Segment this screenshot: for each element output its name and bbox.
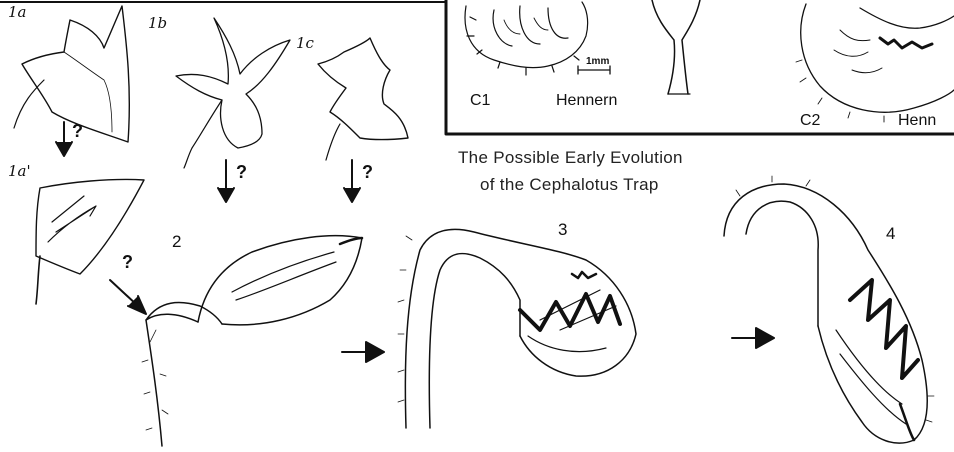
inset-label-c2: C2: [800, 112, 820, 130]
down-arrows: [56, 122, 360, 314]
label-1b: 1b: [148, 14, 167, 32]
inset-stalk-drawing: [652, 0, 700, 94]
stage-4-number: 4: [886, 224, 895, 244]
leaf-1b-drawing: [176, 18, 290, 168]
figure-title-line-1: The Possible Early Evolution: [458, 148, 683, 168]
leaf-1c-drawing: [318, 38, 408, 160]
stage-4-drawing: [724, 176, 934, 443]
stage-2-drawing: [142, 236, 362, 446]
arrow-to-stage-3: [342, 342, 384, 362]
label-1c: 1c: [296, 34, 314, 52]
stage-2-number: 2: [172, 232, 181, 252]
label-1a-prime: 1a': [8, 162, 31, 180]
stage-3-drawing: [398, 229, 636, 428]
inset-label-c1: C1: [470, 92, 490, 110]
leaf-1a-prime-drawing: [36, 179, 144, 304]
inset-credit-1: Hennern: [556, 92, 617, 110]
label-1a: 1a: [8, 3, 27, 21]
figure-title-line-2: of the Cephalotus Trap: [480, 175, 659, 195]
arrow-to-stage-4: [732, 328, 774, 348]
question-mark-1a: ?: [72, 121, 83, 142]
stage-3-number: 3: [558, 220, 567, 240]
inset-c2-drawing: [796, 4, 954, 122]
question-mark-1b: ?: [236, 162, 247, 183]
inset-credit-2: Henn: [898, 112, 936, 130]
question-mark-1c: ?: [362, 162, 373, 183]
question-mark-1a-prime: ?: [122, 252, 133, 273]
inset-scale-label: 1mm: [586, 56, 609, 67]
